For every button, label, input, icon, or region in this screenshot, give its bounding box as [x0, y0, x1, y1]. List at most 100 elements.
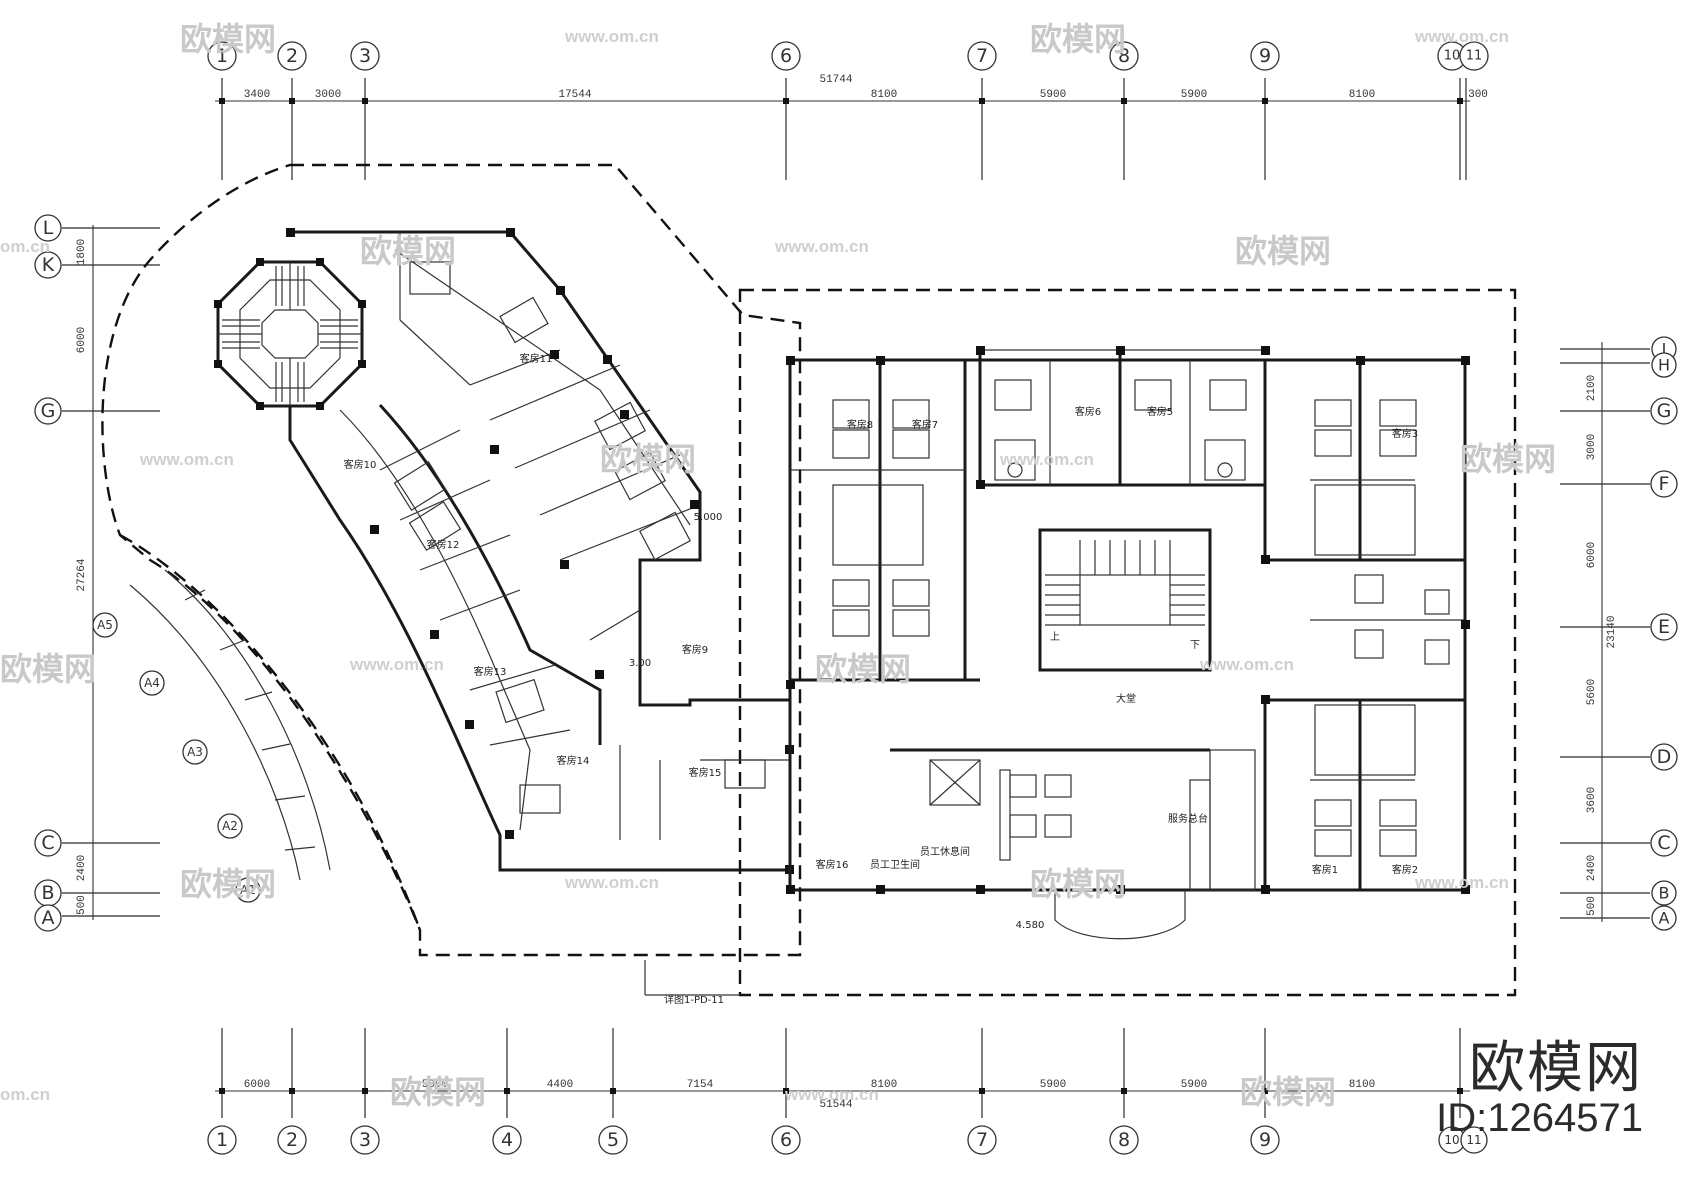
- arc-labels: A5 A4 A3 A2 A1: [92, 612, 261, 903]
- arc-label: A4: [144, 676, 160, 690]
- watermark-logo: 欧模网: [0, 650, 96, 688]
- level-mark: 3.00: [629, 658, 651, 669]
- watermark-url: www.om.cn: [564, 873, 659, 892]
- watermark-url: om.cn: [0, 237, 50, 256]
- axis-label: G: [41, 400, 56, 422]
- axis-label: G: [1657, 400, 1672, 422]
- arc-label: A1: [240, 883, 256, 897]
- top-dimension: 5900: [1040, 89, 1066, 101]
- right-dimension: 500: [1586, 896, 1598, 916]
- detail-reference: 详图1-PD-11: [664, 993, 724, 1006]
- room-label-staff-rest: 员工休息间: [920, 845, 970, 858]
- room-label-guest-13: 客房13: [474, 665, 507, 678]
- axis-label: 11: [1466, 49, 1483, 64]
- watermarks: 欧模网 www.om.cn 欧模网 www.om.cn om.cn 欧模网 ww…: [0, 20, 1556, 1111]
- brand-logo-text: 欧模网: [1469, 1036, 1643, 1101]
- watermark-logo: 欧模网: [1235, 232, 1331, 270]
- arc-label: A5: [97, 618, 113, 632]
- axis-label: A: [42, 907, 55, 929]
- bottom-dimension: 8100: [871, 1079, 897, 1091]
- central-stair: [1038, 528, 1212, 672]
- watermark-logo: 欧模网: [360, 232, 456, 270]
- bottom-dimension: 5900: [1040, 1079, 1066, 1091]
- room-label-service-desk: 服务总台: [1168, 812, 1208, 825]
- left-dimension: 6000: [76, 327, 88, 353]
- top-dimension: 8100: [871, 89, 897, 101]
- axis-label: 7: [976, 45, 988, 67]
- room-label-guest-15: 客房15: [689, 766, 722, 779]
- watermark-logo: 欧模网: [180, 865, 276, 903]
- left-dimension: 2400: [76, 855, 88, 881]
- right-dimension: 2400: [1586, 855, 1598, 881]
- room-label-guest-9: 客房9: [682, 643, 708, 656]
- stair-down-label: 下: [1190, 640, 1200, 651]
- arc-label: A2: [222, 819, 238, 833]
- axis-label: C: [41, 832, 54, 854]
- top-dimension: 17544: [558, 89, 591, 101]
- bottom-dimension: 7154: [687, 1079, 714, 1091]
- room-label-lobby: 大堂: [1116, 692, 1136, 705]
- axis-label: 9: [1259, 1129, 1271, 1151]
- axis-label: E: [1658, 616, 1670, 638]
- axis-label: 10: [1444, 1133, 1459, 1147]
- watermark-url: www.om.cn: [1414, 27, 1509, 46]
- axis-label: D: [1657, 746, 1672, 768]
- watermark-logo: 欧模网: [815, 650, 911, 688]
- top-dimension: 8100: [1349, 89, 1375, 101]
- watermark-url: www.om.cn: [1199, 655, 1294, 674]
- room-label-guest-7: 客房7: [912, 418, 938, 431]
- axis-label: 1: [216, 1129, 228, 1151]
- room-label-guest-11: 客房11: [520, 352, 553, 365]
- axis-label: 4: [501, 1129, 513, 1151]
- bottom-axis-bubbles: 1 2 3 4 5 6 7 8 9 10 11: [207, 1125, 1488, 1155]
- watermark-logo: 欧模网: [1030, 20, 1126, 58]
- axis-label: 10: [1444, 49, 1461, 64]
- level-mark: 4.580: [1016, 920, 1045, 931]
- room-label-guest-2: 客房2: [1392, 863, 1418, 876]
- axis-label: 7: [976, 1129, 988, 1151]
- watermark-url: om.cn: [0, 1085, 50, 1104]
- room-label-guest-5: 客房5: [1147, 405, 1173, 418]
- watermark-logo: 欧模网: [600, 440, 696, 478]
- watermark-logo: 欧模网: [1030, 865, 1126, 903]
- arc-label: A3: [187, 745, 203, 759]
- room-label-guest-10: 客房10: [344, 458, 377, 471]
- room-label-guest-14: 客房14: [557, 754, 590, 767]
- octagonal-stair-tower: [214, 258, 366, 410]
- top-dimension: 5900: [1181, 89, 1207, 101]
- axis-label: B: [1659, 884, 1670, 903]
- axis-label: J: [1661, 340, 1667, 359]
- watermark-logo: 欧模网: [390, 1073, 486, 1111]
- axis-label: 3: [359, 1129, 371, 1151]
- right-dimension: 3600: [1586, 787, 1598, 813]
- axis-label: C: [1657, 832, 1670, 854]
- right-total-dimension: 23140: [1606, 615, 1618, 648]
- arc-landscape: A5 A4 A3 A2 A1: [92, 569, 331, 903]
- main-building-block: [786, 346, 1470, 940]
- axis-label: 9: [1259, 45, 1271, 67]
- room-labels: 客房1 客房2 客房3 客房5 客房6 客房7 客房8 客房9 客房10 客房1…: [344, 352, 1419, 1006]
- axis-label: 6: [780, 45, 792, 67]
- axis-label: F: [1659, 473, 1670, 495]
- room-label-staff-toilet: 员工卫生间: [870, 858, 920, 871]
- left-dimension: 500: [76, 895, 88, 915]
- bottom-dimension: 8100: [1349, 1079, 1375, 1091]
- right-dimension: 2100: [1586, 375, 1598, 401]
- axis-label: 3: [359, 45, 371, 67]
- axis-label: 8: [1118, 45, 1130, 67]
- roof-outline-dashed: [101, 163, 1517, 997]
- stair-up-label: 上: [1050, 631, 1060, 643]
- bottom-total-dimension: 51544: [819, 1099, 852, 1111]
- top-axis-grid: 51744 3400 3000 17544 8100 5900 5900 810…: [207, 41, 1489, 180]
- room-label-guest-16: 客房16: [816, 858, 849, 871]
- bottom-axis-grid: 6000 5000 4400 7154 8100 5900 5900 8100 …: [207, 1028, 1488, 1155]
- brand-id-label: ID:1264571: [1436, 1096, 1643, 1140]
- axis-label: 2: [286, 45, 298, 67]
- watermark-url: www.om.cn: [139, 450, 234, 469]
- axis-label: 1: [216, 45, 228, 67]
- right-axis-grid: 2100 3000 6000 23140 5600 3600 2400 500 …: [1560, 336, 1678, 931]
- watermark-logo: 欧模网: [180, 20, 276, 58]
- axis-label: H: [1658, 356, 1670, 375]
- axis-label: A: [1659, 909, 1670, 928]
- watermark-url: www.om.cn: [1414, 873, 1509, 892]
